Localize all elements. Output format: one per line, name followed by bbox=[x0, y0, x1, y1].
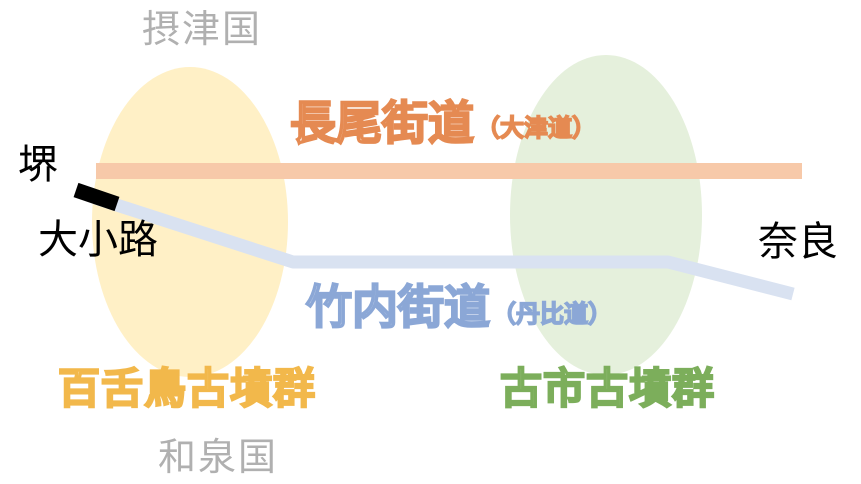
province-izumi-label: 和泉国 bbox=[158, 435, 279, 479]
nagao-road-alias: （大津道） bbox=[475, 114, 597, 142]
takenouchi-road-title: 竹内街道 bbox=[305, 280, 491, 334]
city-sakai-label: 堺 bbox=[18, 142, 58, 188]
province-settsu-label: 摂津国 bbox=[142, 7, 263, 51]
takenouchi-road-line bbox=[93, 191, 795, 301]
furuichi-tumuli-area bbox=[510, 55, 702, 375]
takenouchi-road-alias: （丹比道） bbox=[491, 300, 613, 328]
furuichi-tumuli-label: 古市古墳群 bbox=[499, 364, 716, 413]
nagao-road-title: 長尾街道 bbox=[289, 96, 475, 150]
mozu-tumuli-label: 百舌鳥古墳群 bbox=[57, 364, 317, 413]
ooshoji-road-line bbox=[73, 182, 120, 212]
ooshoji-road-label: 大小路 bbox=[38, 217, 158, 263]
city-nara-label: 奈良 bbox=[758, 219, 838, 265]
